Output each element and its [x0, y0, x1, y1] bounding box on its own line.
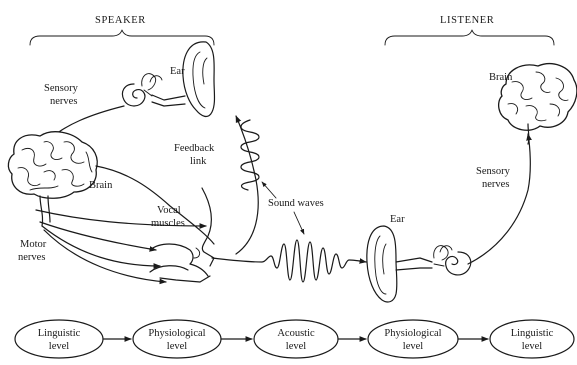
speaker-brain-label: Brain [89, 180, 113, 191]
level-4-ellipse [368, 320, 458, 358]
listener-ear-icon [367, 226, 471, 302]
speaker-ear-label: Ear [170, 66, 185, 77]
sound-wave-path [212, 240, 366, 282]
levels-chain: Linguistic level Physiological level Aco… [15, 320, 574, 358]
motor-nerve-arrow-3 [42, 226, 160, 266]
level-4-line1: Physiological [384, 328, 441, 339]
level-1-line1: Linguistic [38, 328, 81, 339]
level-2-line2: level [167, 341, 187, 352]
feedback-return-path [236, 116, 258, 254]
level-2-line1: Physiological [148, 328, 205, 339]
speaker-sensory-label-2: nerves [50, 96, 77, 107]
listener-sensory-label-1: Sensory [476, 166, 511, 177]
listener-brace [385, 30, 554, 45]
motor-nerve-arrow-2 [40, 222, 156, 250]
level-2-ellipse [133, 320, 221, 358]
sound-waves-pointer-down [294, 212, 304, 234]
vocal-muscles-label-2: muscles [151, 218, 185, 229]
sound-waves-label: Sound waves [268, 198, 324, 209]
listener-header: LISTENER [440, 15, 494, 26]
level-1-line2: level [49, 341, 69, 352]
feedback-link-label-1: Feedback [174, 143, 215, 154]
speaker-header: SPEAKER [95, 15, 146, 26]
level-5-line1: Linguistic [511, 328, 554, 339]
level-3-line2: level [286, 341, 306, 352]
level-4-line2: level [403, 341, 423, 352]
motor-nerves-label-1: Motor [20, 239, 47, 250]
motor-nerve-arrow-4 [44, 230, 166, 282]
vocal-muscles-label-1: Vocal [157, 205, 181, 216]
feedback-link-loop [96, 166, 214, 244]
motor-nerves-label-2: nerves [18, 252, 45, 263]
level-3-ellipse [254, 320, 338, 358]
level-5-ellipse [490, 320, 574, 358]
listener-sensory-nerve-path [468, 134, 530, 264]
sound-waves-pointer-up [262, 182, 276, 198]
listener-ear-label: Ear [390, 214, 405, 225]
level-3-line1: Acoustic [277, 328, 315, 339]
level-1-ellipse [15, 320, 103, 358]
speaker-ear-icon [122, 42, 214, 117]
listener-brain-label: Brain [489, 72, 513, 83]
listener-sensory-label-2: nerves [482, 179, 509, 190]
speaker-brace [30, 30, 214, 45]
speaker-sensory-label-1: Sensory [44, 83, 79, 94]
speaker-brain-icon [8, 132, 97, 226]
level-5-line2: level [522, 341, 542, 352]
feedback-link-label-2: link [190, 156, 207, 167]
